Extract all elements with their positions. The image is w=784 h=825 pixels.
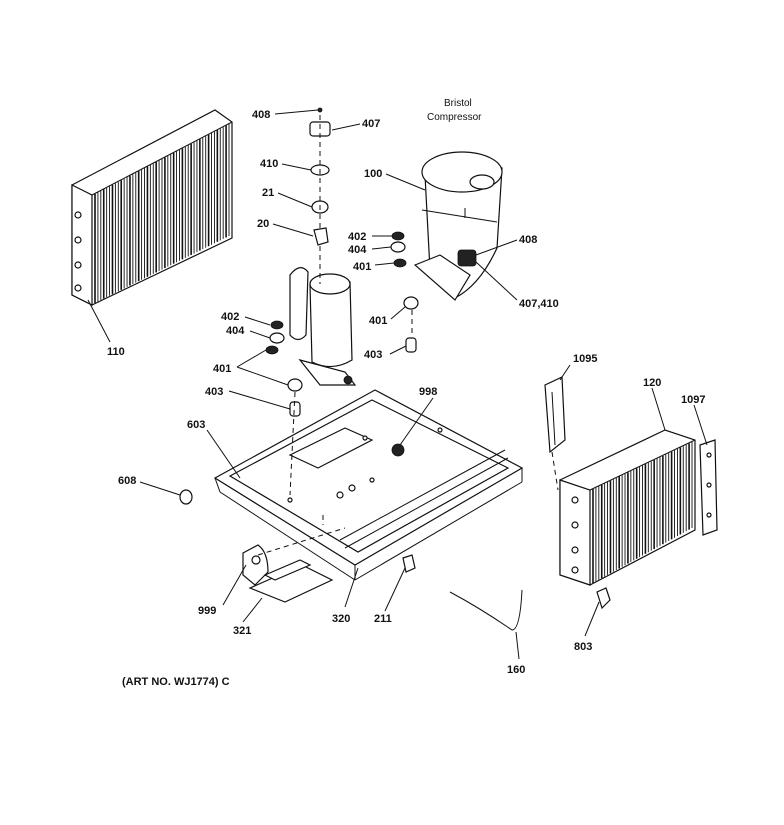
label-120: 120 bbox=[643, 377, 661, 389]
label-403-right: 403 bbox=[364, 349, 382, 361]
label-603: 603 bbox=[187, 419, 205, 431]
label-21: 21 bbox=[262, 187, 274, 199]
compressor-caption-1: Bristol bbox=[444, 98, 472, 109]
leader-lines bbox=[87, 109, 708, 660]
part-labels: Bristol Compressor 408 407 410 21 20 100… bbox=[107, 98, 705, 688]
label-1095: 1095 bbox=[573, 353, 597, 365]
label-408-top: 408 bbox=[252, 109, 270, 121]
clip-211 bbox=[402, 554, 416, 573]
label-402-right: 402 bbox=[348, 231, 366, 243]
grommet-parts bbox=[179, 231, 419, 505]
bracket-999 bbox=[242, 544, 269, 586]
label-401-left: 401 bbox=[213, 363, 231, 375]
label-211: 211 bbox=[374, 613, 392, 625]
label-321: 321 bbox=[233, 625, 251, 637]
rotary-compressor bbox=[289, 267, 357, 386]
label-999: 999 bbox=[198, 605, 216, 617]
label-410: 410 bbox=[260, 158, 278, 170]
label-320: 320 bbox=[332, 613, 350, 625]
label-401-upper: 401 bbox=[353, 261, 371, 273]
bristol-compressor bbox=[413, 151, 503, 301]
label-20: 20 bbox=[257, 218, 269, 230]
label-407-410: 407,410 bbox=[519, 298, 559, 310]
label-160: 160 bbox=[507, 664, 525, 676]
art-number: (ART NO. WJ1774) C bbox=[122, 676, 230, 688]
label-803: 803 bbox=[574, 641, 592, 653]
label-404-left: 404 bbox=[226, 325, 245, 337]
label-402-left: 402 bbox=[221, 311, 239, 323]
compressor-caption-2: Compressor bbox=[427, 112, 482, 123]
bracket-1095 bbox=[544, 376, 566, 454]
label-408-right: 408 bbox=[519, 234, 537, 246]
bracket-1097 bbox=[699, 439, 718, 536]
condenser-coil-left bbox=[71, 109, 233, 306]
label-100: 100 bbox=[364, 168, 382, 180]
base-pan bbox=[213, 389, 524, 581]
condenser-coil-right bbox=[559, 429, 696, 586]
plate-321 bbox=[248, 559, 334, 603]
label-403-left: 403 bbox=[205, 386, 223, 398]
assembly-lines bbox=[257, 115, 559, 556]
clip-803 bbox=[596, 587, 611, 610]
label-404-right: 404 bbox=[348, 244, 367, 256]
tube-160 bbox=[449, 589, 523, 631]
label-608: 608 bbox=[118, 475, 136, 487]
label-998: 998 bbox=[419, 386, 437, 398]
label-110: 110 bbox=[107, 346, 125, 358]
label-407: 407 bbox=[362, 118, 380, 130]
label-1097: 1097 bbox=[681, 394, 705, 406]
label-401-mid: 401 bbox=[369, 315, 387, 327]
